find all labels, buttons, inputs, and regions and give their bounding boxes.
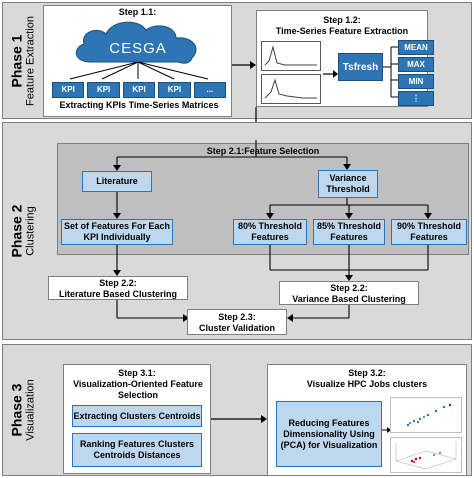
variance-threshold-box: Variance Threshold: [318, 170, 378, 198]
step-3-1-title: Visualization-Oriented Feature Selection: [73, 379, 203, 400]
step-3-2-title: Visualize HPC Jobs clusters: [306, 379, 428, 389]
kpi-chip: KPI: [122, 82, 156, 98]
step-2-2-literature-box: Step 2.2: Literature Based Clustering: [48, 276, 188, 300]
pca-box: Reducing Features Dimensionality Using (…: [276, 401, 382, 467]
step-2-3-label: Step 2.3:: [218, 312, 256, 322]
threshold-85-box: 85% Threshold Features: [313, 219, 385, 245]
extracting-centroids-box: Extracting Clusters Centroids: [72, 405, 202, 427]
feature-max: MAX: [398, 57, 434, 72]
threshold-80-box: 80% Threshold Features: [233, 219, 307, 245]
timeseries-thumbnail-top: [261, 41, 321, 71]
step-2-2-literature-label: Step 2.2:: [99, 278, 137, 288]
kpi-chip: ...: [193, 82, 227, 98]
kpi-chip: KPI: [87, 82, 120, 98]
step-2-2-literature-text: Literature Based Clustering: [58, 289, 178, 299]
scatter-plot-2d-thumbnail: [390, 397, 462, 433]
step-1-1-caption: Extracting KPIs Time-Series Matrices: [59, 100, 219, 110]
step-2-3-box: Step 2.3: Cluster Validation: [187, 309, 287, 335]
step-3-2-box: Step 3.2: Visualize HPC Jobs clusters Re…: [267, 364, 467, 476]
feature-mean: MEAN: [398, 40, 434, 55]
step-1-2-label: Step 1.2:: [323, 15, 361, 25]
phase-3-label: Phase 3 Visualization: [3, 345, 43, 475]
threshold-90-box: 90% Threshold Features: [391, 219, 467, 245]
arrow-to-tsfresh: [323, 70, 338, 78]
features-per-kpi-box: Set of Features For Each KPI Individuall…: [61, 219, 173, 245]
feature-min: MIN: [398, 74, 434, 89]
tsfresh-feature-connectors: [383, 46, 399, 98]
arrow-pca-to-plots: [382, 427, 391, 433]
timeseries-thumbnail-bottom: [261, 74, 321, 104]
kpi-row: KPI KPI KPI KPI ...: [52, 82, 227, 98]
step-2-2-variance-text: Variance Based Clustering: [292, 294, 406, 304]
features-panel: MEAN MAX MIN ⋮: [396, 40, 436, 106]
step-1-2-title: Time-Series Feature Extraction: [275, 26, 409, 36]
step-2-1-title: Step 2.1:Feature Selection: [206, 146, 320, 156]
step-1-1-label: Step 1.1:: [118, 7, 157, 17]
step-3-2-label: Step 3.2:: [348, 368, 386, 378]
step-3-1-box: Step 3.1: Visualization-Oriented Feature…: [63, 364, 211, 474]
arrow-1-1-to-1-2: [232, 61, 256, 69]
kpi-connectors: [69, 62, 209, 80]
kpi-chip: KPI: [158, 82, 191, 98]
arrow-3-1-to-3-2: [211, 415, 267, 423]
step-2-2-variance-box: Step 2.2: Variance Based Clustering: [279, 281, 419, 305]
literature-box: Literature: [82, 171, 152, 192]
step-2-2-variance-label: Step 2.2:: [330, 283, 368, 293]
cesga-logo: CESGA: [109, 40, 167, 57]
phase-3-subtitle: Visualization: [24, 379, 37, 441]
step-2-3-text: Cluster Validation: [198, 323, 276, 333]
step-1-1-box: Step 1.1: CESGA KPI KPI KPI KPI ... Extr…: [43, 5, 232, 117]
feature-more: ⋮: [398, 91, 434, 106]
step-3-1-label: Step 3.1:: [118, 368, 156, 378]
tsfresh-box: Tsfresh: [338, 53, 383, 81]
kpi-chip: KPI: [52, 82, 85, 98]
cloud-icon: [75, 21, 197, 64]
phase-3-title: Phase 3: [8, 383, 25, 437]
scatter-plot-3d-thumbnail: [390, 437, 462, 473]
ranking-distances-box: Ranking Features Clusters Centroids Dist…: [72, 433, 202, 467]
